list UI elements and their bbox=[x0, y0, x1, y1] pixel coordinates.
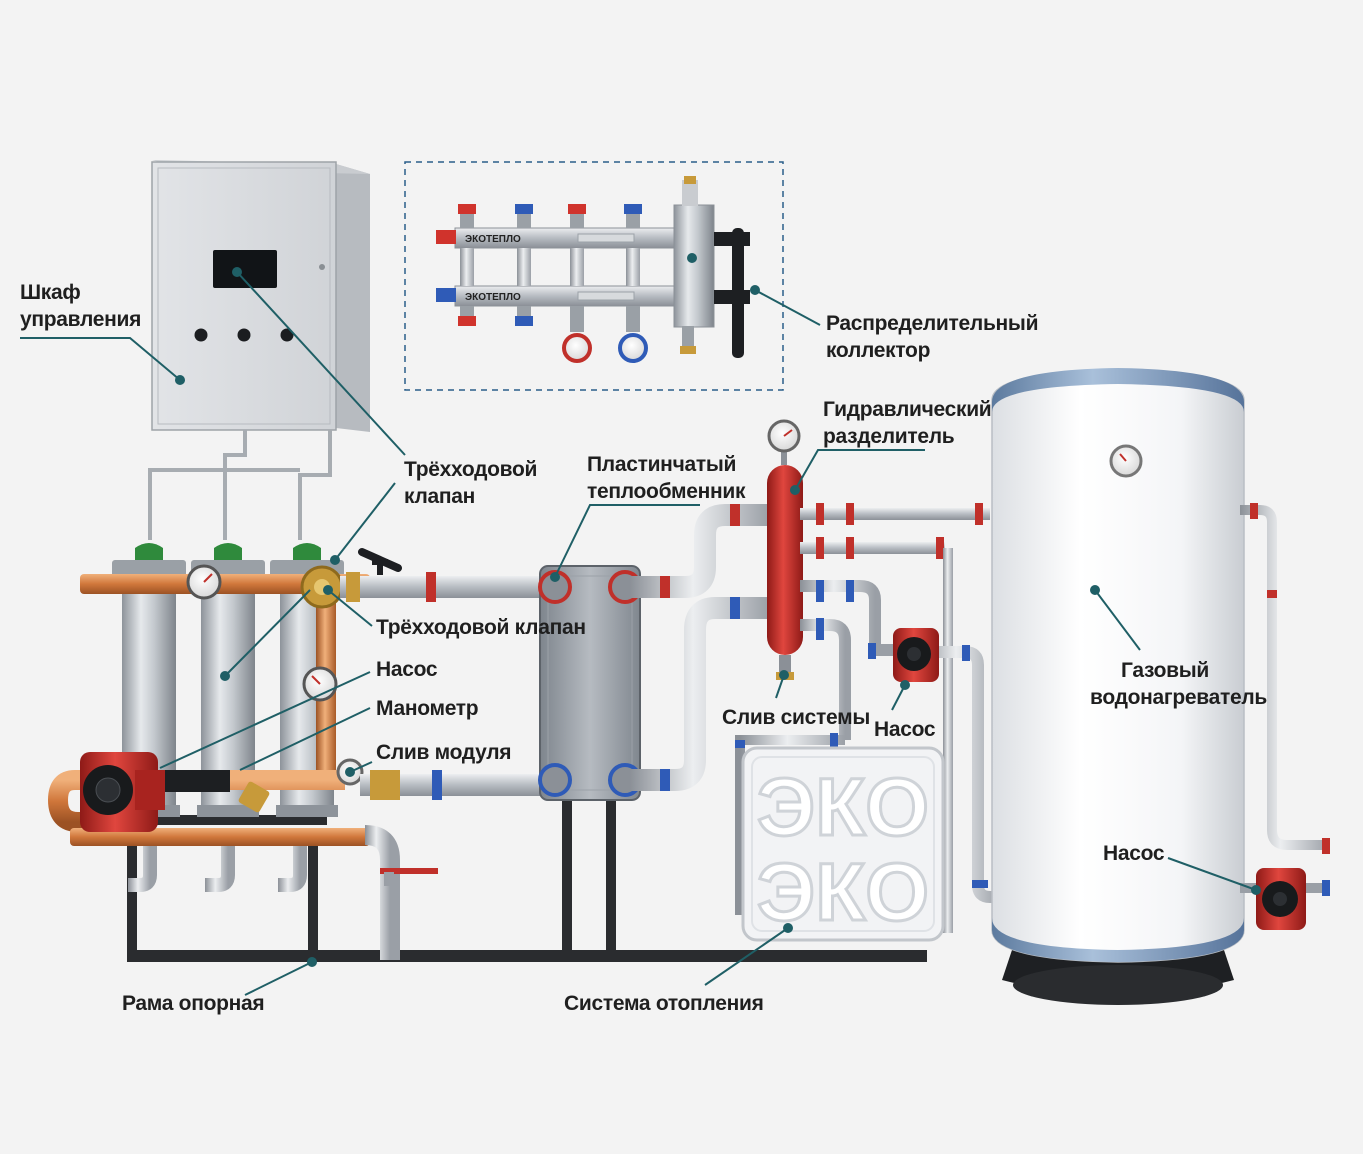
label-heating-system: Система отопления bbox=[564, 992, 764, 1015]
label-pump-middle: Насос bbox=[874, 718, 936, 741]
pump-right bbox=[1240, 868, 1330, 930]
label-line: коллектор bbox=[826, 339, 931, 362]
label-distribution-collector: Распределительный коллектор bbox=[826, 310, 1038, 364]
label-gas-water-heater: Газовый водонагреватель bbox=[1090, 657, 1267, 711]
label-line: Трёхходовой bbox=[404, 458, 538, 481]
label-line: Пластинчатый bbox=[587, 453, 737, 476]
module-outlet-top bbox=[340, 548, 560, 602]
label-line: Распределительный bbox=[826, 312, 1039, 335]
label-module-drain: Слив модуля bbox=[376, 741, 512, 764]
collector-brand-top: ЭКОТЕПЛО bbox=[465, 234, 521, 245]
control-cabinet bbox=[148, 160, 370, 540]
label-plate-heat-exchanger: Пластинчатый теплообменник bbox=[587, 451, 745, 505]
secondary-pipes bbox=[630, 504, 770, 791]
label-line: Газовый bbox=[1121, 659, 1209, 682]
label-line: Шкаф bbox=[20, 281, 81, 304]
label-line: Гидравлический bbox=[823, 398, 992, 421]
cabinet-button bbox=[237, 328, 251, 342]
label-line: разделитель bbox=[823, 425, 955, 448]
label-hydraulic-separator: Гидравлический разделитель bbox=[823, 396, 992, 450]
pump-left bbox=[80, 752, 165, 832]
label-pump-right: Насос bbox=[1103, 842, 1165, 865]
radiator-logo-bottom: ЭКО bbox=[757, 847, 929, 938]
label-control-cabinet: Шкаф управления bbox=[20, 279, 141, 333]
leader-lines bbox=[20, 253, 1261, 996]
label-line: теплообменник bbox=[587, 480, 746, 503]
cabinet-button bbox=[194, 328, 208, 342]
label-three-way-valve-top: Трёхходовой клапан bbox=[404, 456, 537, 510]
cabinet-button bbox=[280, 328, 294, 342]
collector-brand-bottom: ЭКОТЕПЛО bbox=[465, 292, 521, 303]
plate-heat-exchanger bbox=[538, 565, 642, 801]
label-line: клапан bbox=[404, 485, 476, 508]
label-line: водонагреватель bbox=[1090, 686, 1267, 709]
module-outlet-bottom bbox=[360, 770, 560, 800]
label-line: управления bbox=[20, 308, 142, 331]
cabinet-display bbox=[213, 250, 277, 288]
label-system-drain: Слив системы bbox=[722, 706, 870, 729]
hydraulic-separator bbox=[767, 419, 990, 740]
gas-water-heater bbox=[991, 368, 1330, 1005]
distribution-collector: ЭКОТЕПЛО ЭКОТЕПЛО bbox=[404, 161, 784, 391]
label-pump-left: Насос bbox=[376, 658, 438, 681]
heating-module bbox=[47, 543, 438, 960]
support-frame bbox=[127, 800, 927, 962]
distribution-pipes bbox=[705, 548, 1000, 936]
pump-middle bbox=[868, 628, 939, 682]
label-three-way-valve: Трёхходовой клапан bbox=[376, 616, 586, 639]
radiator-logo-top: ЭКО bbox=[757, 762, 929, 853]
radiator: ЭКО ЭКО bbox=[741, 746, 945, 942]
label-support-frame: Рама опорная bbox=[122, 992, 265, 1015]
label-manometer: Манометр bbox=[376, 697, 479, 720]
